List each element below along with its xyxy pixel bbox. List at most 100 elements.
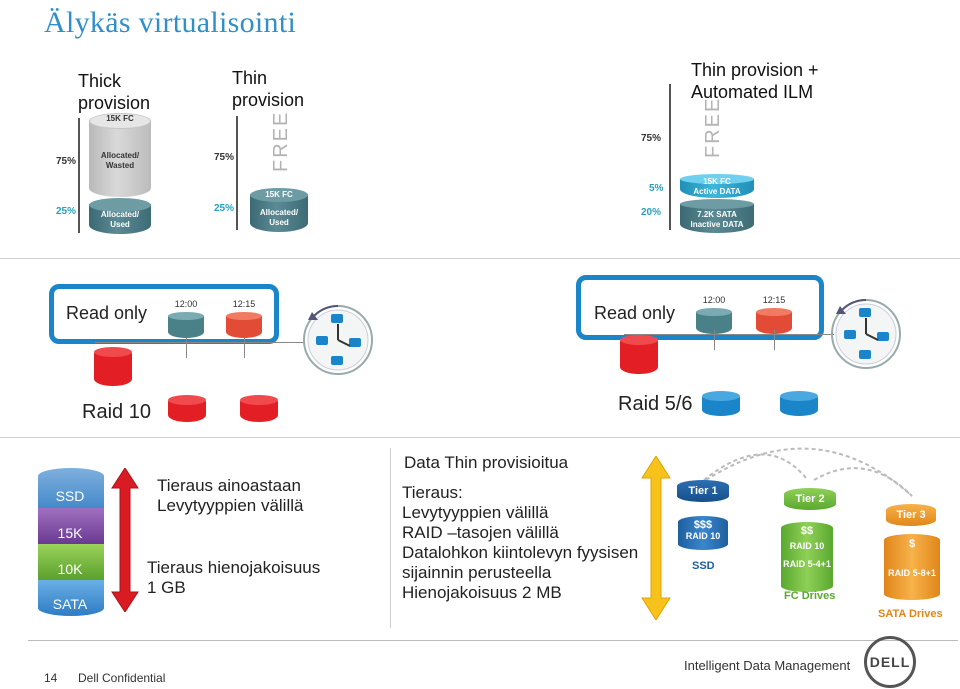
yellow-double-arrow-icon <box>641 456 671 620</box>
thin-line-2: Levytyyppien välillä <box>402 503 549 522</box>
page-title: Älykäs virtualisointi <box>44 6 297 39</box>
thin-pct-bottom: 25% <box>214 203 235 214</box>
tier-10k-label: 10K <box>57 561 83 577</box>
tier-sata-label: SATA <box>52 596 88 612</box>
thick-header-line2: provision <box>78 93 151 113</box>
red-double-arrow-icon <box>111 468 139 612</box>
tiering-line-1: Tieraus ainoastaan <box>157 476 301 495</box>
ilm-pct-bottom: 20% <box>641 207 662 218</box>
thin-header-line1: Thin <box>232 68 268 88</box>
ilm-axis <box>669 84 671 230</box>
thin-line-4: Datalohkon kiintolevyn fyysisen <box>402 543 639 562</box>
right-tick-2 <box>774 330 775 350</box>
tier3-header: Tier 3 <box>886 504 936 526</box>
thick-provision-header: Thick provision <box>78 70 150 114</box>
tier1-drive-label: SSD <box>692 560 715 572</box>
tier-connection-arcs <box>703 447 913 497</box>
footer-page-number: 14 <box>44 671 58 685</box>
ilm-active-label: 15K FC Active DATA <box>693 177 741 196</box>
thin-header-line2: provision <box>232 90 305 110</box>
right-snapshot-1200: 12:00 <box>696 295 732 334</box>
thick-axis <box>78 118 80 233</box>
right-time-2: 12:15 <box>762 295 786 305</box>
tier-10k-disk <box>38 544 104 580</box>
thick-wasted-cylinder: 15K FC Allocated/ Wasted <box>89 113 151 197</box>
tier-sata-disk <box>38 580 104 616</box>
left-red-block-2 <box>240 395 278 422</box>
right-clock-icon <box>831 299 901 369</box>
left-clock-icon <box>303 305 373 375</box>
tier-stack: SSD 15K 10K SATA <box>38 468 104 616</box>
ilm-free-label: FREE <box>702 96 724 158</box>
thick-pct-bottom: 25% <box>56 206 77 217</box>
tier1-disk: $$$ RAID 10 <box>678 516 728 550</box>
thin-cylinder-cap-label: 15K FC <box>265 190 293 199</box>
right-blue-block-2 <box>780 391 818 416</box>
tiering-line-4: 1 GB <box>147 578 186 597</box>
thin-line-6: Hienojakoisuus 2 MB <box>402 583 562 602</box>
thick-cylinder-cap-label: 15K FC <box>106 114 134 123</box>
tier2-header: Tier 2 <box>784 488 836 510</box>
thin-pct-top: 75% <box>214 152 235 163</box>
ilm-provision-header: Thin provision + Automated ILM <box>691 59 819 103</box>
tier1-header: Tier 1 <box>677 480 729 502</box>
right-snapshot-1215: 12:15 <box>756 295 792 334</box>
ilm-header-line2: Automated ILM <box>691 82 814 102</box>
ilm-pct-mid: 5% <box>649 183 664 194</box>
tier-ssd-label: SSD <box>55 488 85 504</box>
thick-wasted-label: Allocated/ Wasted <box>100 151 140 170</box>
left-time-1: 12:00 <box>174 299 198 309</box>
left-timeline <box>95 342 305 343</box>
thin-axis <box>236 116 238 230</box>
footer-tagline: Intelligent Data Management <box>684 658 851 673</box>
thick-used-cylinder: Allocated/ Used <box>89 198 151 234</box>
thin-line-1: Tieraus: <box>402 483 463 502</box>
tiering-line-3: Tieraus hienojakoisuus <box>147 558 321 577</box>
thin-line-3: RAID –tasojen välillä <box>402 523 559 542</box>
left-snapshot-1215: 12:15 <box>226 299 262 338</box>
right-blue-block-1 <box>702 391 740 416</box>
tiering-text-group: Tieraus ainoastaan Levytyyppien välillä <box>157 476 303 516</box>
footer-confidential: Dell Confidential <box>78 671 166 685</box>
dell-logo-icon: DELL <box>864 636 916 688</box>
right-red-volume <box>620 335 658 374</box>
thick-used-label: Allocated/ Used <box>100 210 140 229</box>
tier-15k-label: 15K <box>57 525 83 541</box>
right-time-1: 12:00 <box>702 295 726 305</box>
right-raid-label: Raid 5/6 <box>618 393 693 415</box>
ilm-active-cylinder: 15K FC Active DATA <box>680 174 754 198</box>
left-time-2: 12:15 <box>232 299 256 309</box>
left-red-volume <box>94 347 132 386</box>
tier2-disk: $$ RAID 10 RAID 5-4+1 <box>781 522 833 592</box>
section-divider-1 <box>0 258 960 259</box>
left-raid-label: Raid 10 <box>82 401 151 423</box>
middle-divider <box>390 448 391 628</box>
tiering-line-2: Levytyyppien välillä <box>157 496 304 515</box>
ilm-inactive-cylinder: 7.2K SATA Inactive DATA <box>680 199 754 233</box>
thick-header-line1: Thick <box>78 71 122 91</box>
right-readonly-label: Read only <box>594 303 676 323</box>
tier3-disk: $ RAID 5-8+1 <box>884 534 940 600</box>
tier2-drive-label: FC Drives <box>784 590 836 602</box>
left-tick-2 <box>244 338 245 358</box>
section-divider-2 <box>0 437 960 438</box>
thin-used-label: Allocated/ Used <box>259 208 299 227</box>
thin-used-cylinder: 15K FC Allocated/ Used <box>250 188 308 232</box>
tiering-granularity-group: Tieraus hienojakoisuus 1 GB <box>147 558 320 598</box>
ilm-header-line1: Thin provision + <box>691 60 819 80</box>
left-red-block-1 <box>168 395 206 422</box>
tier-15k-disk <box>38 508 104 544</box>
right-timeline <box>624 334 834 335</box>
right-tick-1 <box>714 330 715 350</box>
left-snapshot-1200: 12:00 <box>168 299 204 338</box>
thin-line-5: sijainnin perusteella <box>402 563 552 582</box>
tier3-drive-label: SATA Drives <box>878 608 943 620</box>
left-tick-1 <box>186 338 187 358</box>
thin-provision-header: Thin provision <box>232 67 304 111</box>
left-readonly-label: Read only <box>66 303 148 323</box>
thin-text-group: Tieraus: Levytyyppien välillä RAID –taso… <box>402 483 638 603</box>
thin-heading: Data Thin provisioitua <box>404 453 569 472</box>
thick-pct-top: 75% <box>56 156 77 167</box>
thin-free-label: FREE <box>270 110 292 172</box>
tier-ssd-disk <box>38 468 104 512</box>
